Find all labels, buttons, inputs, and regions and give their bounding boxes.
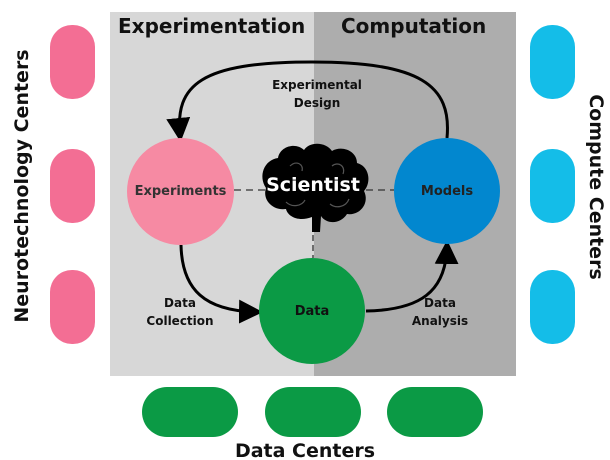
experimentation-heading: Experimentation: [118, 14, 306, 38]
data-label: Data: [294, 303, 330, 319]
data-collection-label: Data Collection: [140, 294, 220, 330]
compute-center-pill: [530, 25, 575, 99]
neurotech-center-pill: [50, 270, 95, 344]
models-node: Models: [394, 138, 500, 244]
experiments-node: Experiments: [127, 138, 234, 245]
compute-center-pill: [530, 270, 575, 344]
data-analysis-label: Data Analysis: [400, 294, 480, 330]
neurotech-center-pill: [50, 149, 95, 223]
models-label: Models: [420, 183, 474, 199]
neurotech-center-pill: [50, 25, 95, 99]
data-center-pill: [387, 387, 483, 437]
experimental-design-line2: Design: [293, 96, 341, 110]
experimental-design-label: Experimental Design: [262, 76, 372, 112]
data-center-pill: [142, 387, 238, 437]
computation-heading: Computation: [341, 14, 487, 38]
data-center-pill: [265, 387, 361, 437]
brain-icon: [262, 143, 369, 232]
data-node: Data: [259, 258, 365, 364]
data-collection-line1: Data: [164, 296, 196, 310]
compute-center-pill: [530, 149, 575, 223]
data-collection-line2: Collection: [146, 314, 214, 328]
experimental-design-line1: Experimental: [272, 78, 362, 92]
data-analysis-arrow: [365, 240, 459, 313]
data-analysis-line1: Data: [424, 296, 456, 310]
data-centers-label: Data Centers: [234, 440, 376, 460]
experimental-design-arrow: [166, 60, 449, 142]
data-collection-arrow: [179, 244, 263, 324]
experiments-label: Experiments: [134, 184, 227, 199]
data-analysis-line2: Analysis: [411, 314, 469, 328]
scientist-label: Scientist: [266, 174, 360, 196]
